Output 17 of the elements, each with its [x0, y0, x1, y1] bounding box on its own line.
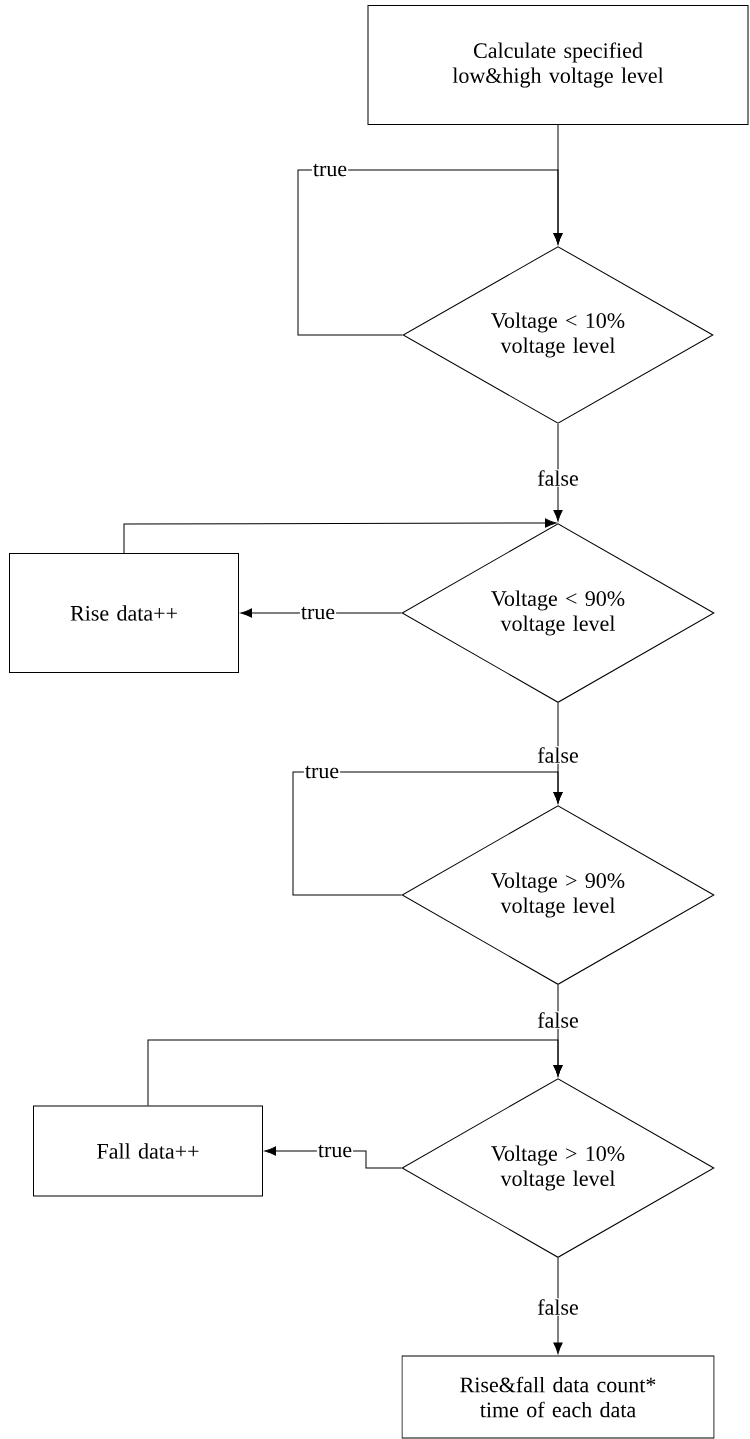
process-box: Fall data++ [33, 1105, 263, 1197]
process-box: Calculate specified low&high voltage level [367, 5, 749, 125]
process-box: Rise&fall data count* time of each data [401, 1355, 715, 1439]
arrow [147, 1039, 563, 1106]
edge-label: false [536, 1298, 580, 1316]
edge-label: true [316, 1143, 354, 1159]
edge-label: false [536, 469, 580, 487]
process-box: Rise data++ [9, 553, 239, 673]
edge-label: true [303, 764, 341, 780]
arrow [123, 518, 557, 554]
edge-label: true [311, 162, 349, 178]
edge-label: true [299, 605, 337, 621]
arrow [292, 771, 563, 896]
arrow [553, 1257, 563, 1354]
edge-label: false [536, 1011, 580, 1029]
edge-label: false [536, 746, 580, 764]
arrow [297, 169, 563, 336]
